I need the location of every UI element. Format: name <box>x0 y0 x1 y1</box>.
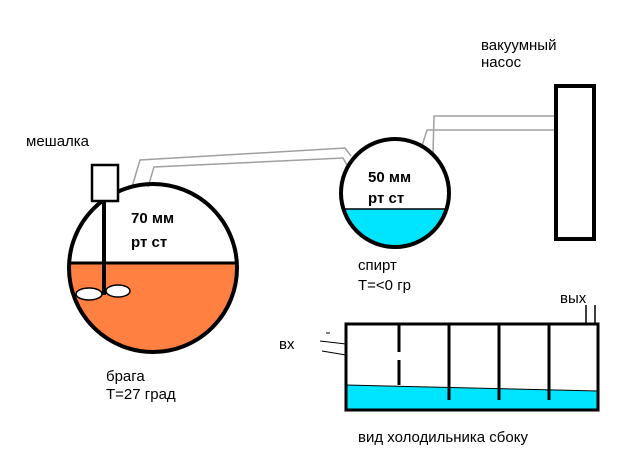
inlet-label: вх <box>279 336 295 353</box>
stirrer-blade-right <box>105 284 131 298</box>
mixer-label: мешалка <box>26 133 90 150</box>
mash-liquid <box>69 263 237 352</box>
spirit-flask-pressure-line1: 50 мм <box>368 169 412 186</box>
spirit-flask-pressure-line2: рт ст <box>368 190 405 207</box>
mash-flask-pressure-line1: 70 мм <box>131 210 175 227</box>
vacuum-pump <box>554 84 596 241</box>
pump-label-line2: насос <box>481 54 522 71</box>
inlet-pipe <box>319 332 347 356</box>
stirrer-blade-left <box>75 287 103 301</box>
mash-temperature: Т=27 град <box>106 386 176 403</box>
mash-flask-pressure-line2: рт ст <box>131 234 168 251</box>
stirrer-motor <box>90 163 120 203</box>
cooler-caption: вид холодильника сбоку <box>358 429 528 446</box>
outlet-label: вых <box>560 290 587 307</box>
cooler <box>319 305 600 412</box>
cooler-body <box>344 322 600 412</box>
coolant-water <box>346 385 598 410</box>
spirit-label: спирт <box>358 257 397 274</box>
vapor-tube <box>131 115 556 188</box>
pump-label-line1: вакуумный <box>481 37 557 54</box>
spirit-temperature: Т=<0 гр <box>358 277 412 294</box>
stirrer <box>75 163 131 301</box>
cooler-baffles <box>397 325 551 400</box>
outlet-pipe <box>585 305 596 324</box>
mash-label: брага <box>106 368 145 385</box>
